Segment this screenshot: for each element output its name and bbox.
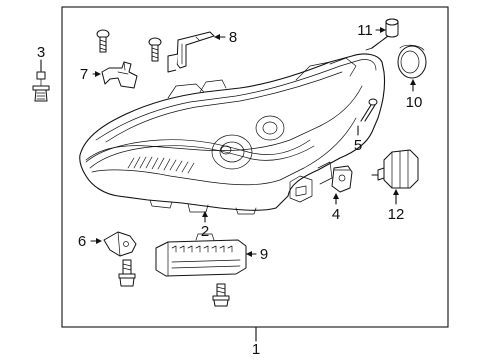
callout-label-5: 5	[354, 137, 362, 154]
callout-label-8: 8	[229, 29, 237, 46]
bracket-part-4	[331, 165, 353, 193]
dust-cover-part-10	[397, 44, 427, 79]
screw-upper-middle	[148, 37, 162, 62]
assembly-frame	[61, 6, 449, 328]
screw-lower-left	[118, 259, 136, 287]
bracket-part-8	[167, 31, 215, 73]
callout-label-2: 2	[201, 223, 209, 240]
cap-part-11	[385, 18, 399, 38]
callout-label-12: 12	[388, 206, 405, 223]
screw-upper-left	[96, 29, 110, 53]
bracket-part-7	[101, 61, 138, 89]
bracket-part-6	[103, 231, 137, 257]
bolt-part-5	[360, 98, 378, 122]
headlamp-housing-part-2	[79, 35, 389, 215]
callout-label-3: 3	[37, 44, 45, 61]
screw-lower-middle	[212, 283, 230, 307]
screw-part-3	[32, 71, 50, 102]
callout-label-1: 1	[252, 341, 260, 358]
callout-label-4: 4	[332, 206, 340, 223]
ballast-part-9	[155, 233, 247, 277]
callout-label-6: 6	[78, 233, 86, 250]
bulb-socket-part-12	[371, 149, 419, 189]
callout-label-11: 11	[357, 22, 373, 39]
callout-label-10: 10	[406, 94, 423, 111]
callout-label-9: 9	[260, 246, 268, 263]
callout-label-7: 7	[80, 66, 88, 83]
